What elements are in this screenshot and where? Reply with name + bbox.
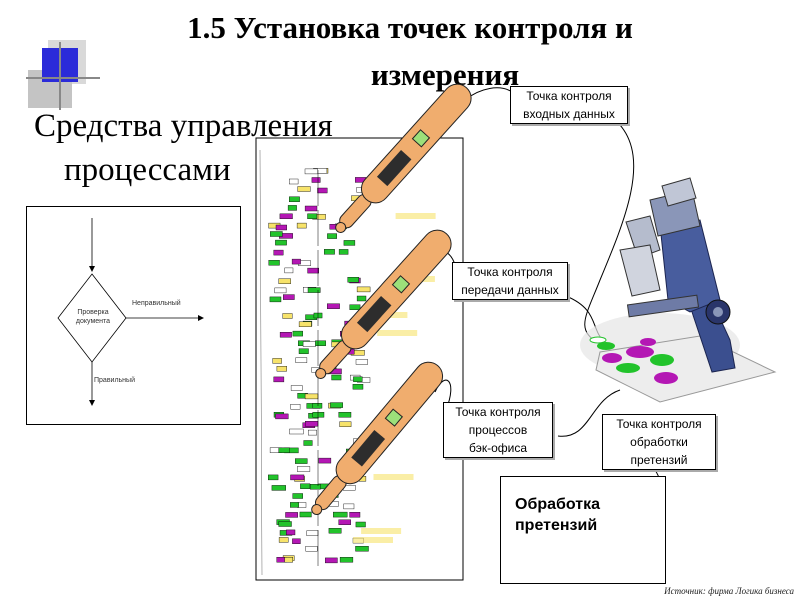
callout-backoffice-line1: Точка контроля <box>455 405 541 419</box>
callout-backoffice-line3: бэк-офиса <box>468 441 528 455</box>
thermometer-transfer <box>315 229 452 379</box>
title-line-1: 1.5 Установка точек контроля и <box>187 10 633 45</box>
callout-backoffice: Точка контроля процессов бэк-офиса <box>443 402 553 458</box>
mini-flowchart <box>26 206 241 425</box>
claims-processing-title: Обработка претензий <box>515 494 600 536</box>
callout-input-data: Точка контроля входных данных <box>510 86 628 124</box>
claims-title-line1: Обработка <box>515 496 600 513</box>
yes-label: Правильный <box>94 377 135 384</box>
microscope <box>580 177 777 403</box>
claims-title-line2: претензий <box>515 517 598 534</box>
callout-input-line1: Точка контроля <box>526 89 612 103</box>
claims-processing-box <box>500 476 666 584</box>
title-line-2: измерения <box>370 57 520 92</box>
decision-label: Проверка документа <box>75 309 111 325</box>
callout-transfer-line2: передачи данных <box>461 283 559 297</box>
callout-claims: Точка контроля обработки претензий <box>602 414 716 470</box>
callout-data-transfer: Точка контроля передачи данных <box>452 262 568 300</box>
subtitle: Средства управления процессами <box>34 104 333 192</box>
thermometer-backoffice <box>311 361 444 516</box>
logo-squares <box>26 40 100 110</box>
callout-transfer-line1: Точка контроля <box>467 265 553 279</box>
callout-claims-line2: обработки <box>630 435 688 449</box>
subtitle-line-2: процессами <box>64 152 231 188</box>
source-note: Источник: фирма Логика бизнеса <box>664 586 794 596</box>
thermometer-input <box>335 83 472 233</box>
no-label: Неправильный <box>132 300 181 307</box>
callout-input-line2: входных данных <box>523 107 615 121</box>
callout-backoffice-line2: процессов <box>468 423 528 437</box>
callout-claims-line3: претензий <box>630 453 688 467</box>
callout-claims-line1: Точка контроля <box>616 417 702 431</box>
page-title: 1.5 Установка точек контроля и измерения <box>130 4 690 98</box>
